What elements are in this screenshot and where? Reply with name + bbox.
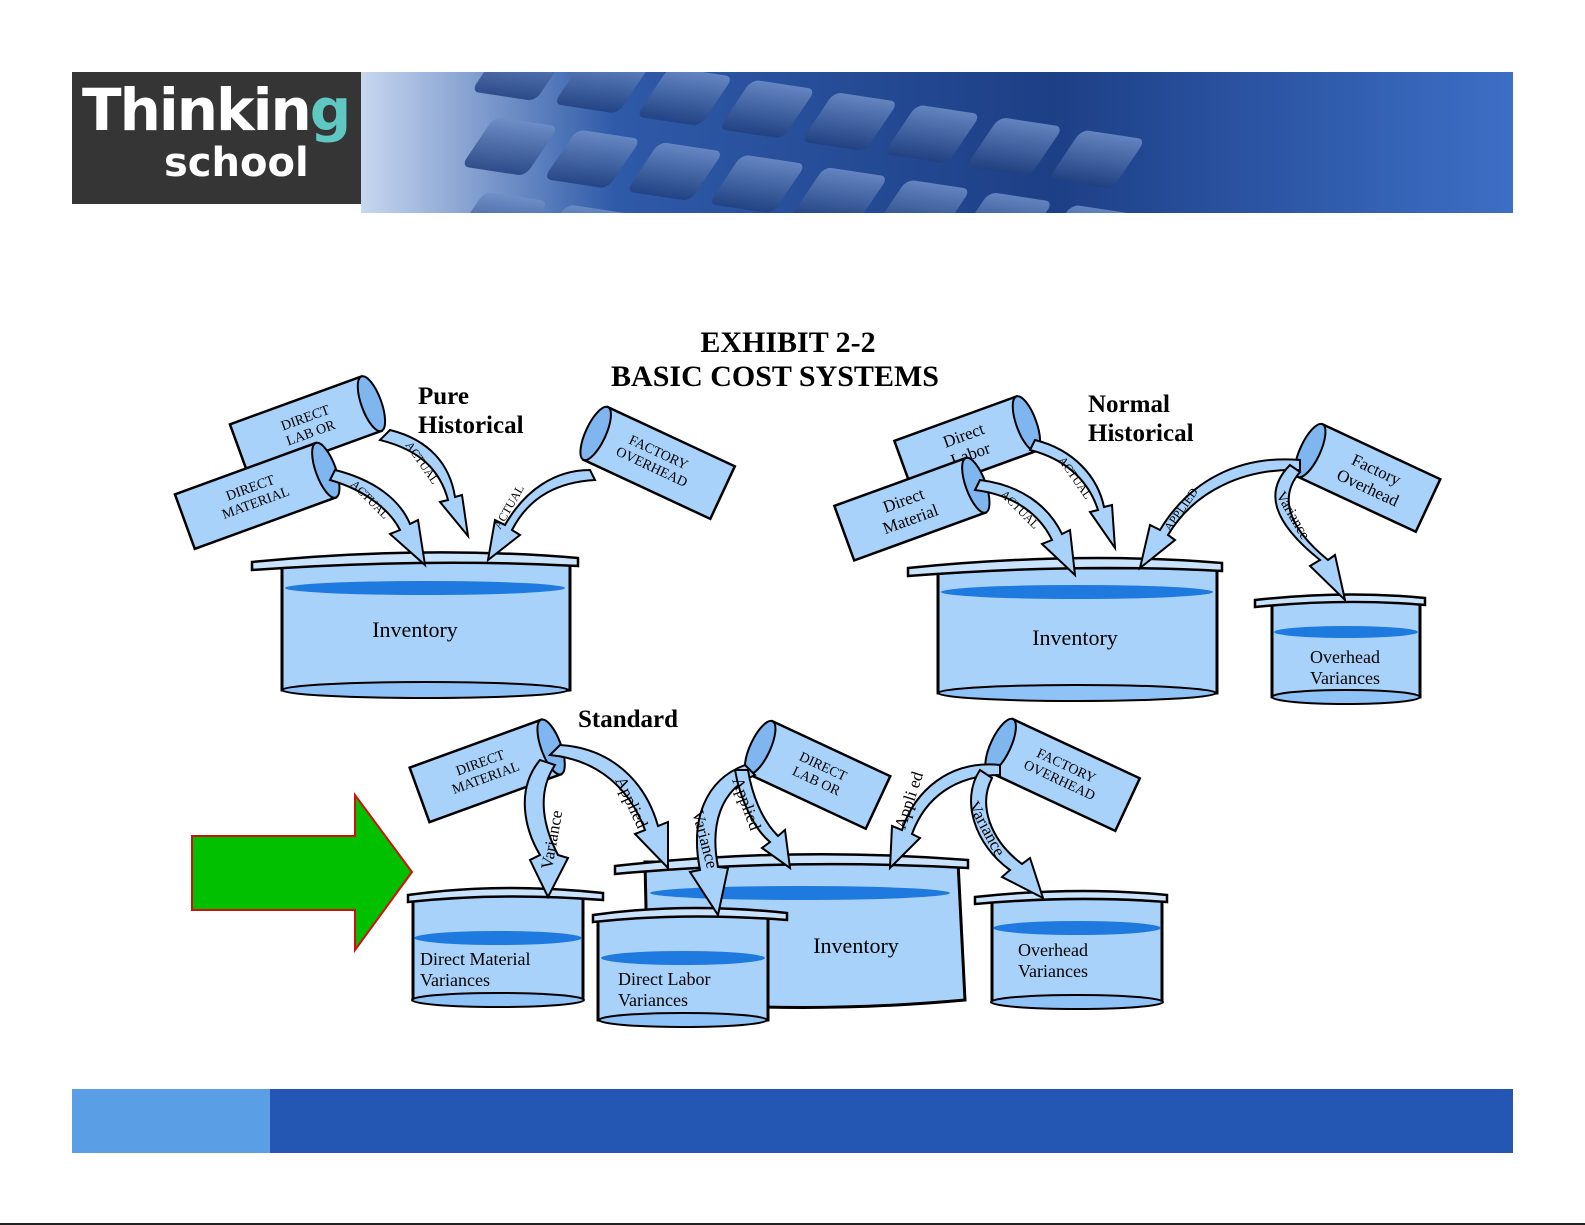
pure-labor-actual-arrow [378, 428, 470, 540]
direct-labor-variances-line2: Variances [618, 990, 688, 1010]
pure-inventory-container: Inventory [250, 551, 580, 699]
normal-factory-overhead-bucket: Factory Overhead [1293, 422, 1442, 534]
standard-overhead-variances-container: Overhead Variances [973, 889, 1169, 1010]
normal-overhead-variances-line2: Variances [1310, 668, 1380, 688]
keyboard-banner-image [361, 72, 1513, 213]
standard-overhead-variances-line2: Variances [1018, 961, 1088, 981]
standard-heading: Standard [578, 706, 678, 733]
pure-inventory-label: Inventory [372, 617, 458, 642]
normal-overhead-applied-label: APPLIED [1161, 485, 1201, 534]
logo-word-school: school [164, 140, 309, 186]
normal-overhead-variances-container: Overhead Variances [1253, 593, 1427, 705]
oh-variance-arrow [970, 768, 1045, 900]
normal-historical-heading-2: Historical [1088, 420, 1194, 447]
oh-variance-label: Variance [964, 798, 1009, 859]
direct-labor-variances-container: Direct Labor Variances [591, 906, 789, 1028]
logo-word-main: Thinkin [82, 76, 312, 144]
dl-applied-arrow [733, 769, 792, 871]
pure-overhead-actual-arrow [486, 468, 597, 563]
pure-direct-material-bucket: DIRECT MATERIAL [173, 441, 341, 551]
logo-word-accent: g [309, 76, 352, 144]
dm-applied-arrow [547, 743, 669, 871]
direct-material-variances-container: Direct Material Variances [406, 886, 605, 1008]
exhibit-title: EXHIBIT 2-2 [700, 326, 875, 359]
pure-material-actual-arrow [328, 468, 427, 568]
dm-variance-arrow [523, 758, 570, 900]
standard-direct-material-bucket: DIRECT MATERIAL [408, 718, 566, 824]
footer-bar-light [72, 1089, 270, 1153]
direct-labor-variances-line1: Direct Labor [618, 969, 710, 989]
pure-factory-overhead-bucket: FACTORY OVERHEAD [579, 405, 737, 521]
green-pointer-arrow [191, 791, 414, 954]
standard-overhead-variances-line1: Overhead [1018, 940, 1088, 960]
dl-applied-label: Applied [728, 775, 765, 833]
normal-historical-heading: Normal [1088, 391, 1170, 418]
standard-direct-labor-bucket: DIRECT LAB OR [743, 719, 892, 831]
normal-overhead-variances-line1: Overhead [1310, 647, 1380, 667]
pure-historical-heading: Pure [418, 383, 469, 410]
normal-material-actual-arrow [973, 478, 1077, 578]
normal-inventory-label: Inventory [1032, 625, 1118, 650]
thinking-school-logo: Thinking school [72, 72, 361, 204]
direct-material-variances-line2: Variances [420, 970, 490, 990]
standard-factory-overhead-bucket: FACTORY OVERHEAD [984, 717, 1142, 833]
normal-overhead-applied-arrow [1138, 458, 1301, 571]
normal-overhead-variance-arrow [1274, 463, 1347, 604]
normal-direct-material-bucket: Direct Material [832, 456, 991, 563]
bottom-divider [0, 1223, 1585, 1225]
normal-inventory-container: Inventory [906, 556, 1224, 702]
footer-bar-dark [270, 1089, 1513, 1153]
pure-historical-heading-2: Historical [418, 412, 524, 439]
dl-variance-arrow [688, 763, 757, 918]
direct-material-variances-line1: Direct Material [420, 949, 530, 969]
exhibit-subtitle: BASIC COST SYSTEMS [611, 360, 939, 393]
normal-labor-actual-arrow [1028, 438, 1117, 552]
standard-inventory-label: Inventory [813, 933, 899, 958]
